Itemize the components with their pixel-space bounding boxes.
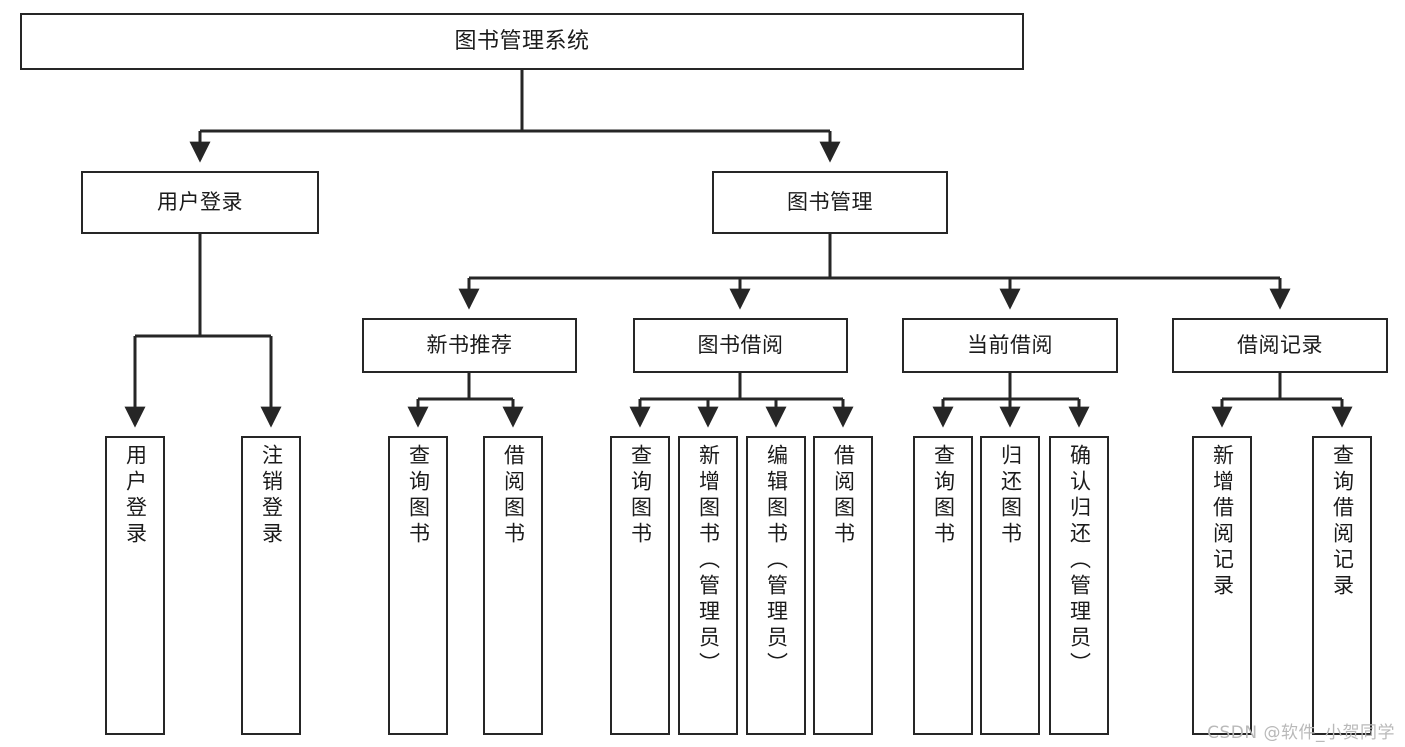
node-label: 查询图书	[628, 444, 653, 548]
leaf-borrow-record-query-record[interactable]: 查询借阅记录	[1312, 436, 1372, 735]
node-label: 确认归还（管理员）	[1067, 444, 1092, 678]
node-current-borrow[interactable]: 当前借阅	[902, 318, 1118, 373]
node-new-book-recommend[interactable]: 新书推荐	[362, 318, 577, 373]
csdn-watermark: CSDN @软件_小贺同学	[1207, 723, 1395, 743]
leaf-borrow-record-add-record[interactable]: 新增借阅记录	[1192, 436, 1252, 735]
node-label: 新增图书（管理员）	[696, 444, 721, 678]
node-label: 图书借阅	[697, 333, 784, 358]
leaf-new-book-borrow-book[interactable]: 借阅图书	[483, 436, 543, 735]
node-label: 借阅记录	[1237, 333, 1323, 358]
node-label: 新书推荐	[426, 333, 513, 358]
node-label: 借阅图书	[501, 444, 526, 548]
leaf-book-borrow-add-book-admin[interactable]: 新增图书（管理员）	[678, 436, 738, 735]
node-label: 当前借阅	[967, 333, 1053, 358]
node-user-login[interactable]: 用户登录	[81, 171, 319, 234]
leaf-user-login-logout[interactable]: 注销登录	[241, 436, 301, 735]
node-label: 图书管理系统	[454, 28, 590, 54]
node-borrow-record[interactable]: 借阅记录	[1172, 318, 1388, 373]
node-label: 编辑图书（管理员）	[764, 444, 789, 678]
leaf-current-borrow-query-book[interactable]: 查询图书	[913, 436, 973, 735]
leaf-book-borrow-borrow-book[interactable]: 借阅图书	[813, 436, 873, 735]
leaf-book-borrow-edit-book-admin[interactable]: 编辑图书（管理员）	[746, 436, 806, 735]
node-root-book-management-system[interactable]: 图书管理系统	[20, 13, 1024, 70]
leaf-new-book-query-book[interactable]: 查询图书	[388, 436, 448, 735]
leaf-book-borrow-query-book[interactable]: 查询图书	[610, 436, 670, 735]
node-label: 图书管理	[787, 190, 873, 215]
node-label: 用户登录	[123, 444, 148, 548]
node-label: 查询图书	[406, 444, 431, 548]
node-book-borrow[interactable]: 图书借阅	[633, 318, 848, 373]
node-label: 新增借阅记录	[1210, 444, 1235, 600]
node-label: 查询借阅记录	[1330, 444, 1355, 600]
leaf-user-login-login[interactable]: 用户登录	[105, 436, 165, 735]
leaf-current-borrow-return-book[interactable]: 归还图书	[980, 436, 1040, 735]
leaf-current-borrow-confirm-return-admin[interactable]: 确认归还（管理员）	[1049, 436, 1109, 735]
node-label: 注销登录	[259, 444, 284, 548]
node-label: 用户登录	[157, 190, 243, 215]
node-label: 查询图书	[931, 444, 956, 548]
node-label: 借阅图书	[831, 444, 856, 548]
node-label: 归还图书	[998, 444, 1023, 548]
node-book-management[interactable]: 图书管理	[712, 171, 948, 234]
